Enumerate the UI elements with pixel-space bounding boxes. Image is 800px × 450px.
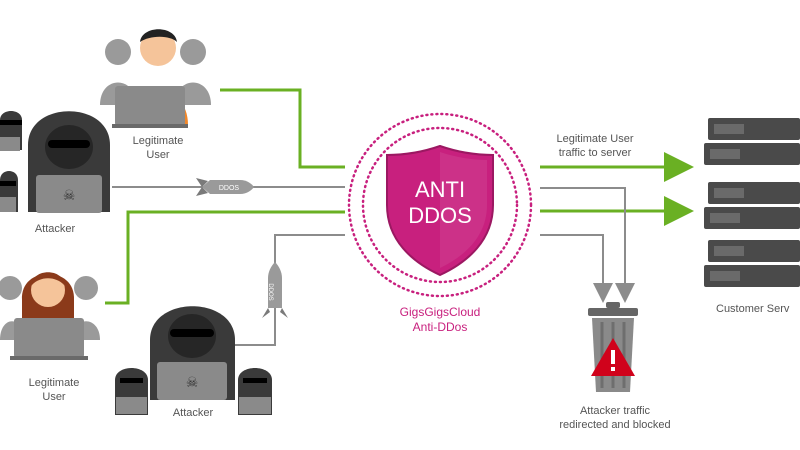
legit-user-top-label: Legitimate User bbox=[132, 135, 184, 161]
svg-text:☠: ☠ bbox=[186, 375, 199, 391]
attacker-bottom-icon: ☠ bbox=[115, 306, 272, 415]
svg-text:☠: ☠ bbox=[63, 188, 76, 204]
legit-user-top-icon bbox=[100, 29, 211, 128]
attacker-bottom-label: Attacker bbox=[172, 407, 214, 419]
svg-text:DDOS: DDOS bbox=[267, 283, 273, 300]
blocked-line-1 bbox=[540, 187, 635, 303]
brand-label: GigsGigsCloud Anti-DDos bbox=[399, 305, 481, 334]
attacker-left-label: Attacker bbox=[34, 223, 76, 235]
anti-ddos-shield: ANTI DDOS bbox=[347, 112, 533, 298]
customer-servers-icon bbox=[704, 118, 800, 287]
connection-lines bbox=[105, 88, 694, 346]
legit-traffic-label: Legitimate User traffic to server bbox=[556, 133, 634, 159]
attacker-left-icon: ☠ bbox=[0, 111, 110, 213]
missile-label: DDOS bbox=[219, 185, 240, 192]
shield-line1: ANTI bbox=[415, 177, 465, 202]
server-rack-2 bbox=[704, 182, 800, 229]
customer-servers-label: Customer Serv bbox=[716, 303, 790, 315]
blocked-line-2 bbox=[540, 234, 613, 303]
legit-user-bottom-label: Legitimate User bbox=[28, 377, 80, 403]
legit-top-line bbox=[220, 88, 345, 169]
legit-bottom-line bbox=[105, 210, 345, 305]
legit-user-bottom-icon bbox=[0, 272, 100, 360]
ddos-missile-vertical-icon: DDOS bbox=[262, 262, 288, 318]
server-rack-1 bbox=[704, 118, 800, 165]
attacker-traffic-label: Attacker traffic redirected and blocked bbox=[559, 405, 671, 431]
ddos-missile-icon: DDOS bbox=[196, 178, 254, 196]
shield-line2: DDOS bbox=[408, 203, 472, 228]
attacker-bottom-line bbox=[235, 234, 345, 346]
server-rack-3 bbox=[704, 240, 800, 287]
trash-bin-icon bbox=[588, 302, 638, 392]
